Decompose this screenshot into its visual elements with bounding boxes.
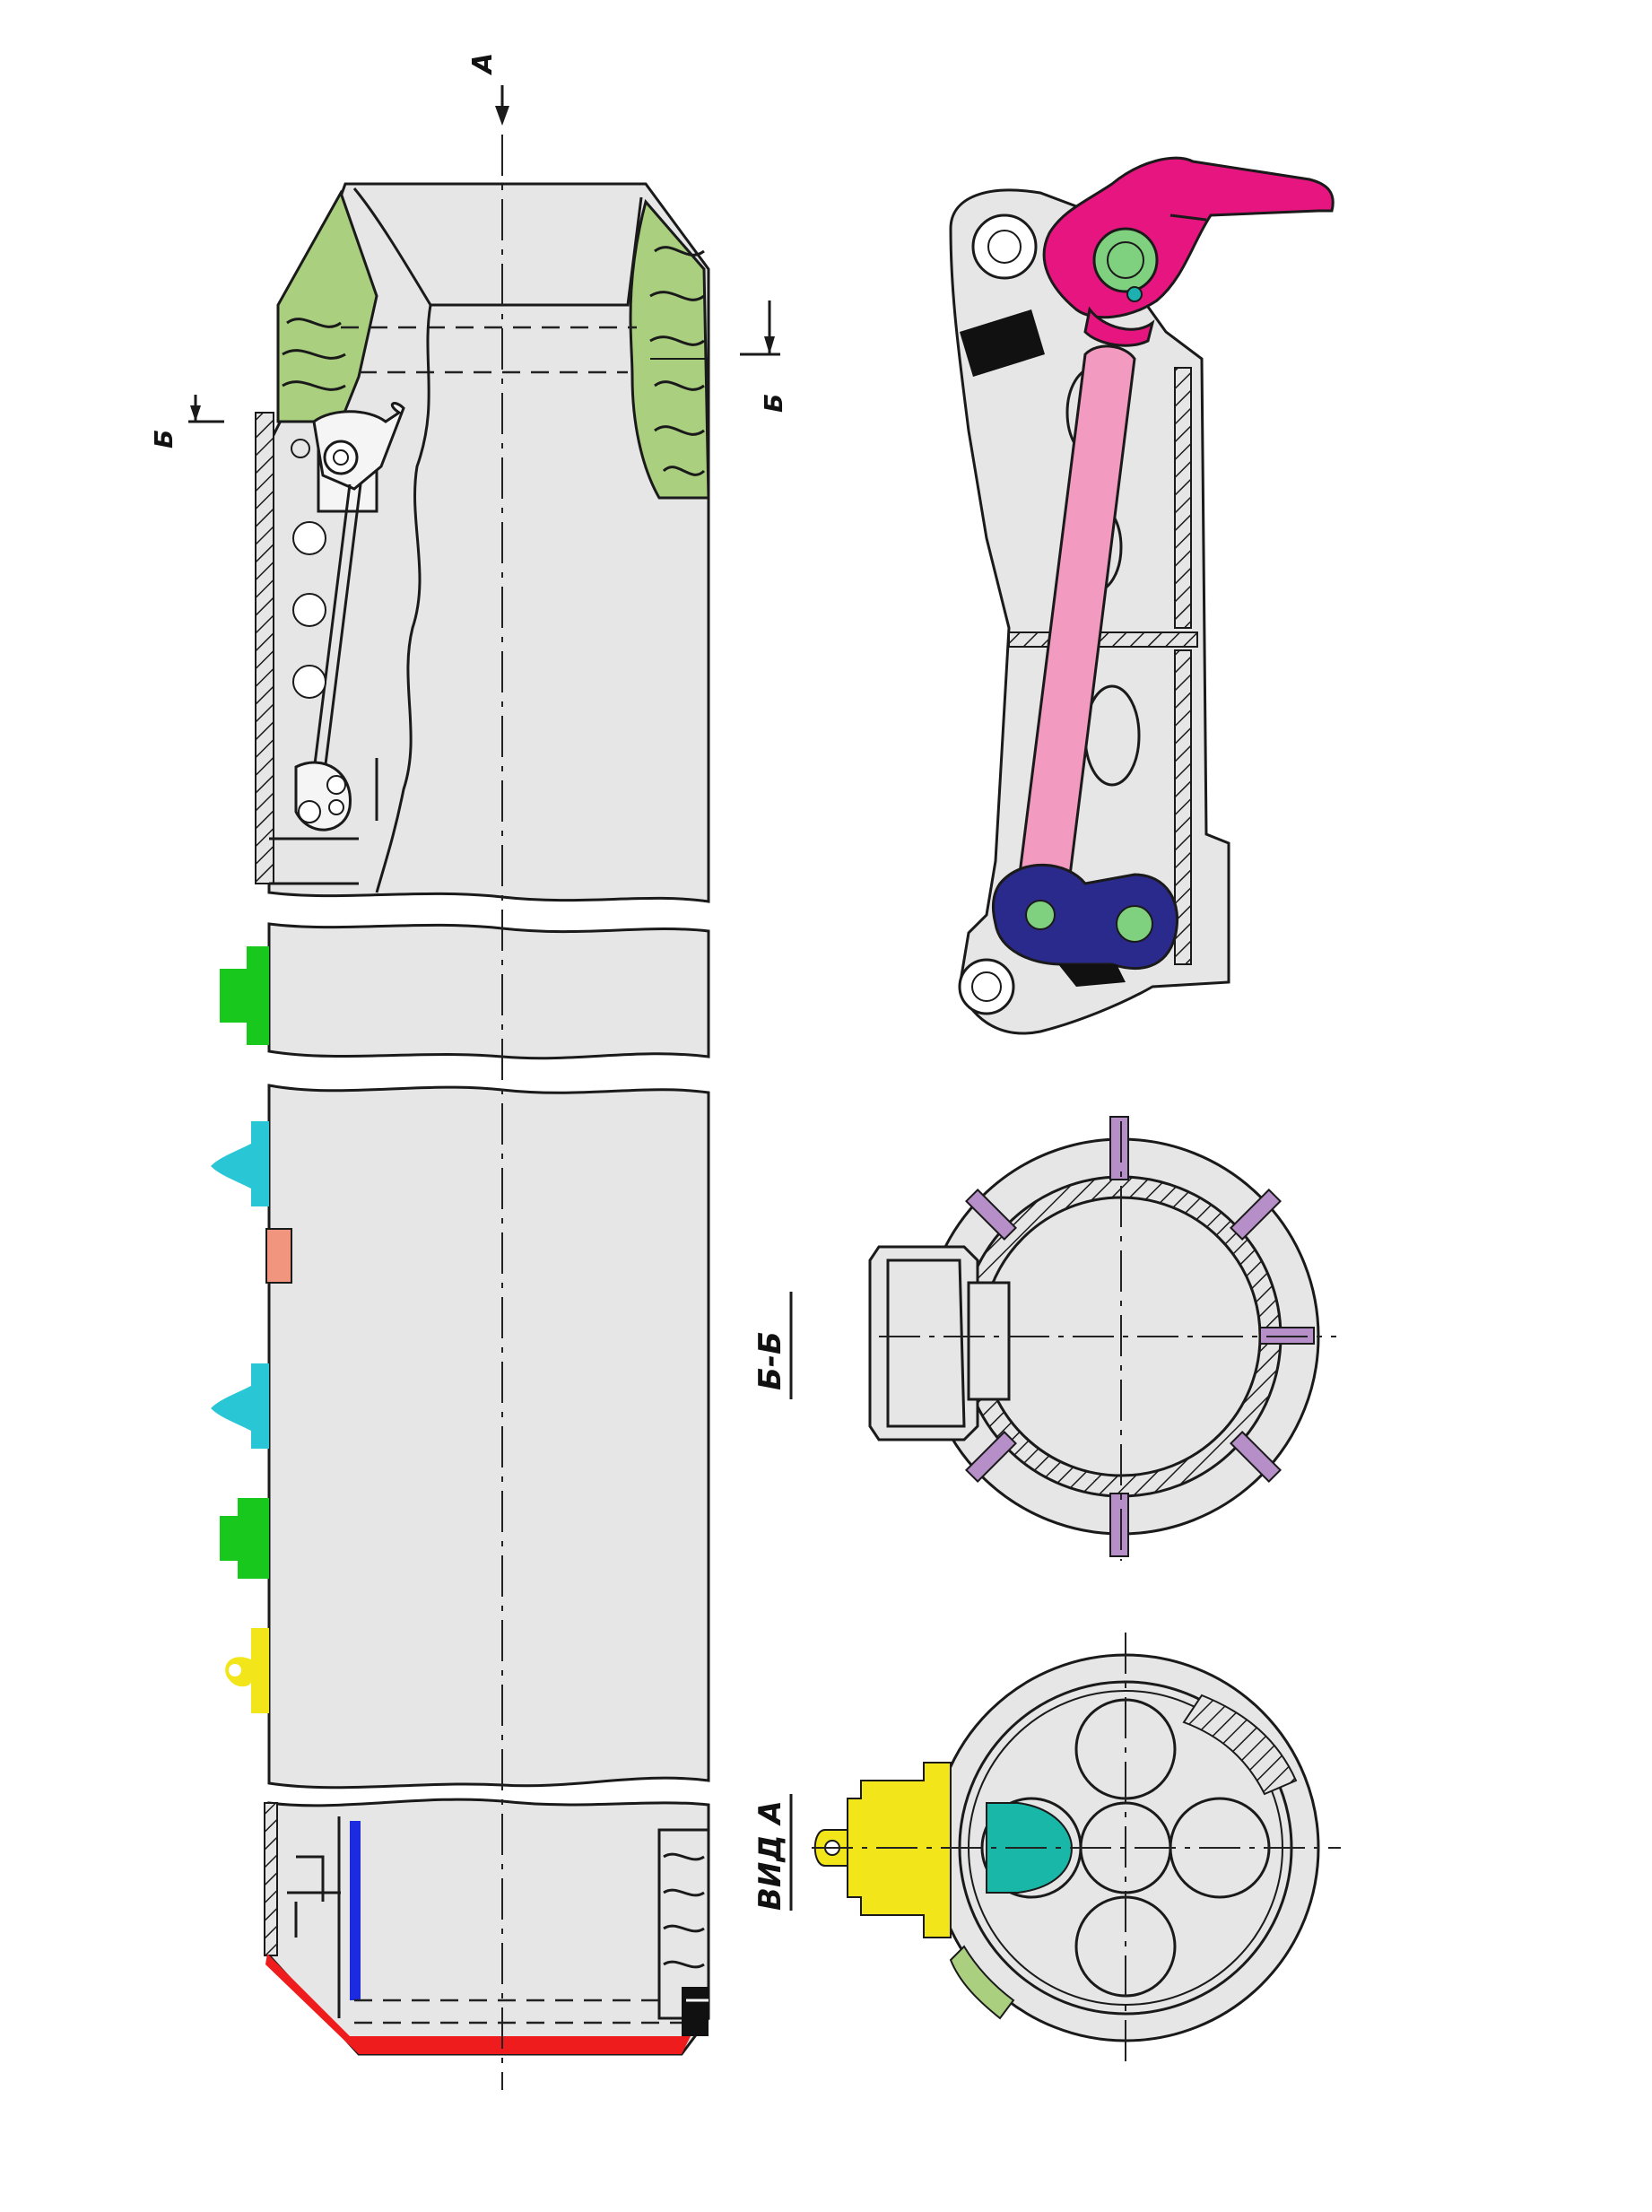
lever-mechanism-small [291,402,405,832]
section-arrow-icon [740,300,780,356]
rib-purple [1230,1189,1282,1241]
lug-salmon [265,1228,292,1284]
rib-purple [1230,1431,1282,1483]
body-segment-bottom [267,1798,710,2056]
lever-detail [949,156,1335,1035]
top-opening [345,182,646,307]
left-wall [255,412,274,884]
red-tip [265,1954,691,2054]
pin-icon [1092,227,1159,293]
tool-body-view: А Б Б [149,53,788,2090]
label-section-bb: Б-Б [752,1331,788,1390]
rod-icon [1016,344,1136,899]
section-arrow-icon [495,85,509,126]
label-section-b-left: Б [149,430,178,448]
lug-yellow [225,1628,269,1713]
rib-purple [1109,1116,1129,1180]
label-view-a: ВИД А [752,1800,788,1911]
lug-green-top [220,946,269,1045]
lug-green-bottom [220,1498,269,1579]
black-block [960,309,1045,377]
lug-cyan-top [211,1121,269,1206]
label-section-b-right: Б [759,394,788,413]
lever-icon [1042,156,1335,319]
view-a [812,1633,1341,2063]
navy-bracket [992,863,1179,971]
lug-cyan-bottom [211,1363,269,1449]
lug-yellow-view [847,1762,952,1938]
rib-purple [1109,1493,1129,1557]
body-segment-long [267,1084,710,1790]
section-bb [868,1116,1336,1561]
body-segment-middle [267,922,710,1060]
section-arrow-icon [188,395,224,423]
rib-purple [965,1431,1017,1483]
black-shoe [682,1987,709,2036]
label-arrow-a: А [467,53,499,75]
wood-block-right [629,198,710,500]
blue-liner [350,1821,361,2000]
rib-purple [965,1189,1017,1241]
